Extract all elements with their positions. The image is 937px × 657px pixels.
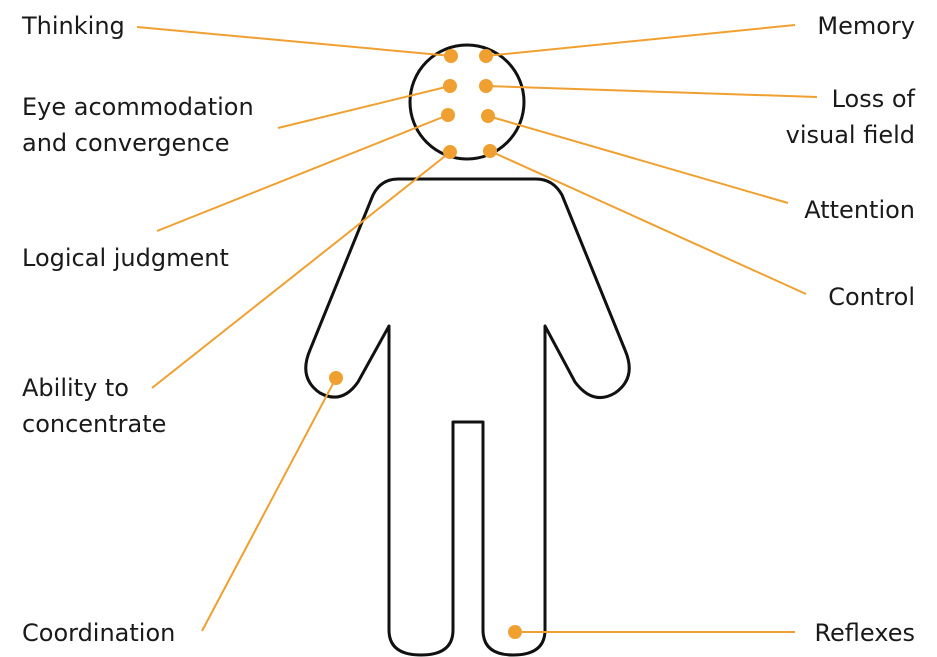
dot-ability-to-concentrate — [443, 145, 457, 159]
label-eye-accommodation-line2: and convergence — [22, 125, 254, 161]
label-loss-of-visual-field-line1: Loss of — [786, 81, 915, 117]
label-reflexes: Reflexes — [814, 615, 915, 651]
connector-memory — [485, 25, 795, 56]
connector-thinking — [137, 27, 452, 56]
dot-control — [483, 144, 497, 158]
label-loss-of-visual-field-line2: visual field — [786, 117, 915, 153]
dot-logical-judgment — [441, 108, 455, 122]
label-ability-to-concentrate-line1: Ability to — [22, 370, 166, 406]
dot-eye-accommodation — [443, 79, 457, 93]
dot-loss-of-visual-field — [479, 79, 493, 93]
connector-control — [490, 151, 806, 294]
label-attention: Attention — [804, 192, 915, 228]
dot-memory — [479, 49, 493, 63]
dot-reflexes — [508, 625, 522, 639]
label-eye-accommodation-line1: Eye acommodation — [22, 89, 254, 125]
connector-attention — [488, 116, 788, 203]
label-logical-judgment: Logical judgment — [22, 240, 229, 276]
dot-thinking — [444, 49, 458, 63]
connector-coordination — [202, 378, 336, 631]
dot-attention — [481, 109, 495, 123]
head-outline — [410, 45, 524, 159]
label-loss-of-visual-field: Loss of visual field — [786, 81, 915, 153]
label-eye-accommodation: Eye acommodation and convergence — [22, 89, 254, 161]
label-control: Control — [828, 279, 915, 315]
dot-coordination — [329, 371, 343, 385]
label-memory: Memory — [817, 8, 915, 44]
connector-eye-accommodation — [278, 86, 450, 128]
label-ability-to-concentrate-line2: concentrate — [22, 406, 166, 442]
label-thinking: Thinking — [22, 8, 125, 44]
label-ability-to-concentrate: Ability to concentrate — [22, 370, 166, 442]
label-coordination: Coordination — [22, 615, 175, 651]
body-outline — [306, 179, 629, 655]
connector-loss-of-visual-field — [486, 86, 817, 97]
